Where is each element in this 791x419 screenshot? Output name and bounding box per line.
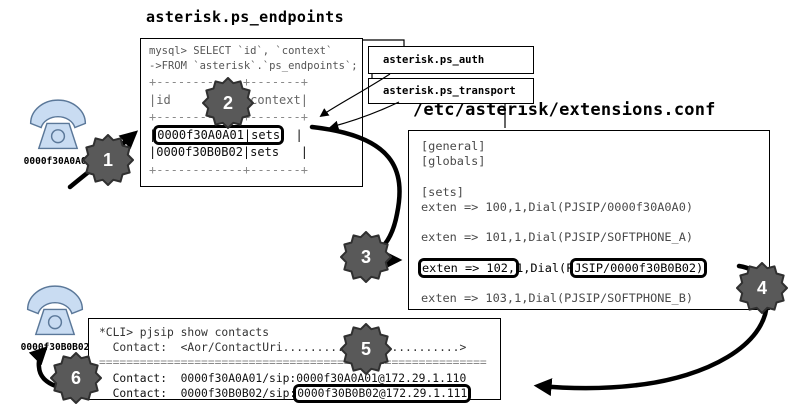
step-badge-5: 5 bbox=[340, 323, 392, 375]
ps-transport-table-card: asterisk.ps_transport bbox=[368, 78, 534, 104]
phone-b: 0000f30B0B02 bbox=[10, 283, 100, 353]
row1-prefix: | bbox=[149, 127, 157, 142]
extensions-conf-box: [general] [globals] [sets] exten => 100,… bbox=[408, 130, 770, 310]
phone-icon bbox=[26, 285, 84, 336]
conf-blank-1 bbox=[421, 169, 769, 184]
exten-102-mid: 1,Dial(P bbox=[516, 260, 574, 275]
ps-auth-table-card: asterisk.ps_auth bbox=[368, 46, 534, 74]
highlight-endpoint-a: 0000f30A0A01|sets bbox=[156, 127, 282, 142]
step-badge-4: 4 bbox=[736, 262, 788, 314]
cli-contact-b: Contact: 0000f30B0B02/sip:0000f30B0B02@1… bbox=[99, 386, 500, 401]
conf-line-general: [general] bbox=[421, 139, 486, 153]
conf-blank-2 bbox=[421, 215, 769, 230]
cli-contacts-box: *CLI> pjsip show contacts Contact: <Aor/… bbox=[88, 318, 501, 400]
cli-separator: ========================================… bbox=[99, 356, 487, 370]
table-border-mid: +------------+-------+ bbox=[149, 109, 362, 127]
mysql-endpoints-box: mysql> SELECT `id`, `context` ->FROM `as… bbox=[140, 38, 363, 187]
step-badge-2: 2 bbox=[202, 77, 254, 129]
cli-header: Contact: <Aor/ContactUri................… bbox=[99, 341, 467, 355]
step-badge-6: 6 bbox=[50, 352, 102, 404]
conf-line-globals: [globals] bbox=[421, 154, 486, 169]
phone-b-label: 0000f30B0B02 bbox=[20, 342, 90, 353]
highlight-contact-b: 0000f30B0B02@172.29.1.111 bbox=[296, 386, 469, 400]
conf-exten-100: exten => 100,1,Dial(PJSIP/0000f30A0A0) bbox=[421, 199, 694, 214]
phone-a-label: 0000f30A0A01 bbox=[23, 156, 93, 167]
conf-exten-103: exten => 103,1,Dial(PJSIP/SOFTPHONE_B) bbox=[421, 291, 694, 306]
contact-b-prefix: Contact: 0000f30B0B02/sip: bbox=[99, 386, 297, 400]
table-row-endpoint-b: |0000f30B0B02|sets | bbox=[149, 145, 308, 159]
conf-blank-4 bbox=[421, 276, 769, 291]
ps-transport-label: asterisk.ps_transport bbox=[383, 85, 516, 97]
conf-exten-102: exten => 102,1,Dial(PJSIP/0000f30B0B02) bbox=[421, 260, 769, 276]
table-border-bottom: +------------+-------+ bbox=[149, 162, 308, 177]
table-header-row: |id |context| bbox=[149, 92, 308, 107]
highlight-exten-102: exten => 102, bbox=[421, 260, 517, 275]
ps-auth-label: asterisk.ps_auth bbox=[383, 54, 485, 66]
step-number: 1 bbox=[102, 149, 113, 170]
table-border-top: +------------+-------+ bbox=[149, 74, 362, 92]
conf-line-sets: [sets] bbox=[421, 184, 464, 199]
step-number: 6 bbox=[70, 367, 81, 388]
step-number: 2 bbox=[222, 92, 233, 113]
mysql-query-line2: ->FROM `asterisk`.`ps_endpoints`; bbox=[149, 60, 358, 72]
phone-icon bbox=[29, 99, 87, 150]
step-number: 5 bbox=[360, 338, 371, 359]
mysql-query-line1: mysql> SELECT `id`, `context` bbox=[149, 45, 333, 57]
extensions-conf-title: /etc/asterisk/extensions.conf bbox=[413, 100, 716, 120]
table-row-endpoint-a: |0000f30A0A01|sets | bbox=[149, 127, 362, 145]
step-badge-1: 1 bbox=[82, 134, 134, 186]
highlight-dial-target: JSIP/0000f30B0B02) bbox=[573, 260, 705, 275]
row1-suffix: | bbox=[281, 127, 303, 142]
phone-a: 0000f30A0A01 bbox=[13, 97, 103, 167]
cli-contact-a: Contact: 0000f30A0A01/sip:0000f30A0A01@1… bbox=[99, 371, 467, 385]
conf-exten-101: exten => 101,1,Dial(PJSIP/SOFTPHONE_A) bbox=[421, 230, 694, 245]
step-number: 3 bbox=[360, 246, 371, 267]
conf-blank-3 bbox=[421, 245, 769, 260]
step-badge-3: 3 bbox=[340, 231, 392, 283]
cli-command: *CLI> pjsip show contacts bbox=[99, 326, 270, 339]
step-number: 4 bbox=[756, 277, 767, 298]
mysql-table-title: asterisk.ps_endpoints bbox=[146, 8, 345, 26]
